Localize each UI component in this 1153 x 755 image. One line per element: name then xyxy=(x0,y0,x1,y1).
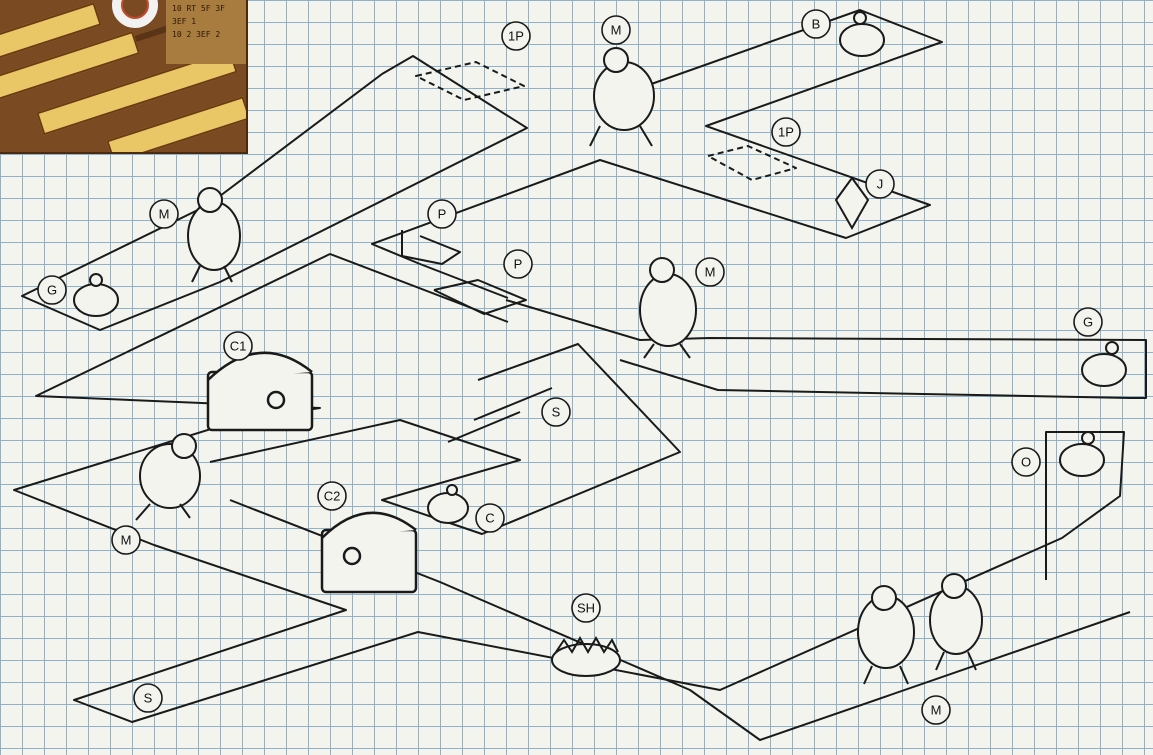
svg-text:B: B xyxy=(812,17,821,32)
svg-text:G: G xyxy=(47,283,57,298)
svg-text:M: M xyxy=(159,207,170,222)
gold-bag-icon xyxy=(1082,342,1126,386)
monster-icon xyxy=(640,258,696,358)
svg-text:O: O xyxy=(1021,455,1031,470)
gold-bag-icon xyxy=(840,12,884,56)
svg-text:P: P xyxy=(514,257,523,272)
svg-text:C1: C1 xyxy=(230,339,247,354)
svg-text:S: S xyxy=(552,405,561,420)
label-pit-1: P xyxy=(428,200,456,228)
label-gold-right: G xyxy=(1074,308,1102,336)
svg-text:C: C xyxy=(485,511,494,526)
label-monster-lower-left: M xyxy=(112,526,140,554)
svg-text:1P: 1P xyxy=(778,125,794,140)
svg-text:1P: 1P xyxy=(508,29,524,44)
label-gold-left: G xyxy=(38,276,66,304)
label-jewel: J xyxy=(866,170,894,198)
spear-trap-icon xyxy=(448,388,552,442)
label-monster-bottom: M xyxy=(922,696,950,724)
label-spike-trap: SH xyxy=(572,594,600,622)
label-ip-mid: 1P xyxy=(772,118,800,146)
pit-outline xyxy=(434,280,526,314)
label-chest-2: C2 xyxy=(318,482,346,510)
label-bag-top-right: B xyxy=(802,10,830,38)
svg-text:M: M xyxy=(705,265,716,280)
svg-text:C2: C2 xyxy=(324,489,341,504)
svg-text:SH: SH xyxy=(577,601,595,616)
svg-text:G: G xyxy=(1083,315,1093,330)
pit-outline xyxy=(402,230,460,264)
treasure-chest-1 xyxy=(208,353,312,430)
gold-bag-icon xyxy=(1060,432,1104,476)
monster-icon xyxy=(136,434,200,520)
monster-icon xyxy=(590,48,654,146)
label-monster-center: M xyxy=(696,258,724,286)
label-start: S xyxy=(134,684,162,712)
label-sack: O xyxy=(1012,448,1040,476)
svg-text:J: J xyxy=(877,177,884,192)
svg-text:M: M xyxy=(611,23,622,38)
label-pit-2: P xyxy=(504,250,532,278)
pressure-plate-outline xyxy=(708,146,796,180)
label-chest-1: C1 xyxy=(224,332,252,360)
label-ip-top: 1P xyxy=(502,22,530,50)
gold-bag-icon xyxy=(74,274,118,316)
label-monster-left: M xyxy=(150,200,178,228)
monster-icon xyxy=(858,586,914,684)
label-spears: S xyxy=(542,398,570,426)
svg-text:M: M xyxy=(931,703,942,718)
path-outline xyxy=(506,300,1146,398)
spike-trap-icon xyxy=(552,638,620,676)
jewel-icon xyxy=(836,178,868,228)
monster-icon xyxy=(188,188,240,282)
label-monster-top: M xyxy=(602,16,630,44)
svg-text:S: S xyxy=(144,691,153,706)
monster-icon xyxy=(930,574,982,670)
label-chest-bag: C xyxy=(476,504,504,532)
treasure-chest-2 xyxy=(322,513,416,592)
svg-text:P: P xyxy=(438,207,447,222)
gold-bag-icon xyxy=(428,485,468,523)
svg-text:M: M xyxy=(121,533,132,548)
